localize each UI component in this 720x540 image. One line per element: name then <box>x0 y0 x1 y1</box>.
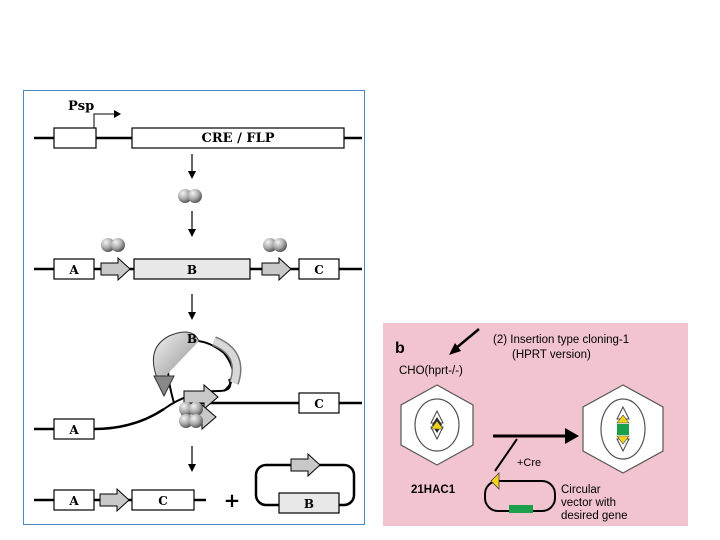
down-arrow-icon <box>188 446 196 472</box>
segment-c-label: C <box>314 397 324 411</box>
recombinase-tetramer-icon <box>179 402 203 428</box>
recognition-site-arrow-icon <box>261 256 292 282</box>
hac-label: 21HAC1 <box>411 484 456 496</box>
panel-title-line2: (HPRT version) <box>512 349 591 361</box>
looping-intermediate: B A C <box>34 331 362 440</box>
expression-cassette: Psp CRE / FLP <box>34 99 362 149</box>
recognition-site-arrow-icon <box>290 452 321 478</box>
segment-a-label: A <box>68 263 79 277</box>
promoter-arrow-icon <box>93 113 114 128</box>
segment-c-box <box>298 258 340 280</box>
panel-letter: b <box>395 340 405 357</box>
panel-title-line1: (2) Insertion type cloning-1 <box>493 334 629 346</box>
recognition-site-arrow-icon <box>99 487 130 513</box>
cell-label: CHO(hprt-/-) <box>399 365 463 377</box>
excised-circle: B <box>254 452 356 514</box>
promoter-label: Psp <box>68 99 94 114</box>
recombinase-label: CRE / FLP <box>201 131 274 146</box>
down-arrow-icon <box>188 211 196 237</box>
cre-flp-recombination-panel: Psp CRE / FLP A B <box>23 90 365 525</box>
segment-c-box <box>298 392 340 414</box>
segment-c-box <box>131 489 195 511</box>
segment-b-box <box>133 258 251 280</box>
segment-b-loop-label: B <box>187 332 197 346</box>
vector-label-line1: Circular <box>561 484 601 496</box>
segment-c-label: C <box>314 263 324 277</box>
down-arrow-icon <box>188 294 196 320</box>
vector-label-line2: vector with <box>561 497 616 509</box>
promoter-box <box>53 127 97 149</box>
segment-a-label: A <box>68 494 79 508</box>
segment-b-label: B <box>304 497 314 511</box>
recombinase-protein-icon <box>178 189 202 203</box>
segment-a-box <box>53 489 95 511</box>
recognition-site-arrow-icon <box>100 256 131 282</box>
recombinant-cell-icon <box>582 384 664 474</box>
segment-a-box <box>53 418 95 440</box>
segment-c-label: C <box>158 494 168 508</box>
insertion-cloning-diagram: b (2) Insertion type cloning-1 (HPRT ver… <box>395 328 664 522</box>
recombinase-protein-icon <box>263 238 287 252</box>
cre-label: +Cre <box>517 457 541 469</box>
insertion-cloning-panel: b (2) Insertion type cloning-1 (HPRT ver… <box>383 323 688 526</box>
recombinase-gene-box <box>131 127 345 149</box>
host-cell-icon <box>400 384 474 466</box>
recombination-diagram: Psp CRE / FLP A B <box>34 99 362 514</box>
plus-sign: + <box>224 488 241 512</box>
pointer-arrow-icon <box>449 328 480 355</box>
segment-b-box <box>278 492 340 514</box>
segment-a-label: A <box>68 423 79 437</box>
circular-vector-icon <box>484 472 556 513</box>
right-arrow-icon <box>493 428 579 472</box>
loop-arrow-icon <box>152 331 200 384</box>
vector-label-line3: desired gene <box>561 510 628 522</box>
segment-b-label: B <box>187 263 197 277</box>
recombinase-protein-icon <box>101 238 125 252</box>
down-arrow-icon <box>188 154 196 179</box>
floxed-construct: A B C <box>34 238 362 282</box>
segment-a-box <box>53 258 95 280</box>
recombined-product: A C <box>34 487 206 513</box>
